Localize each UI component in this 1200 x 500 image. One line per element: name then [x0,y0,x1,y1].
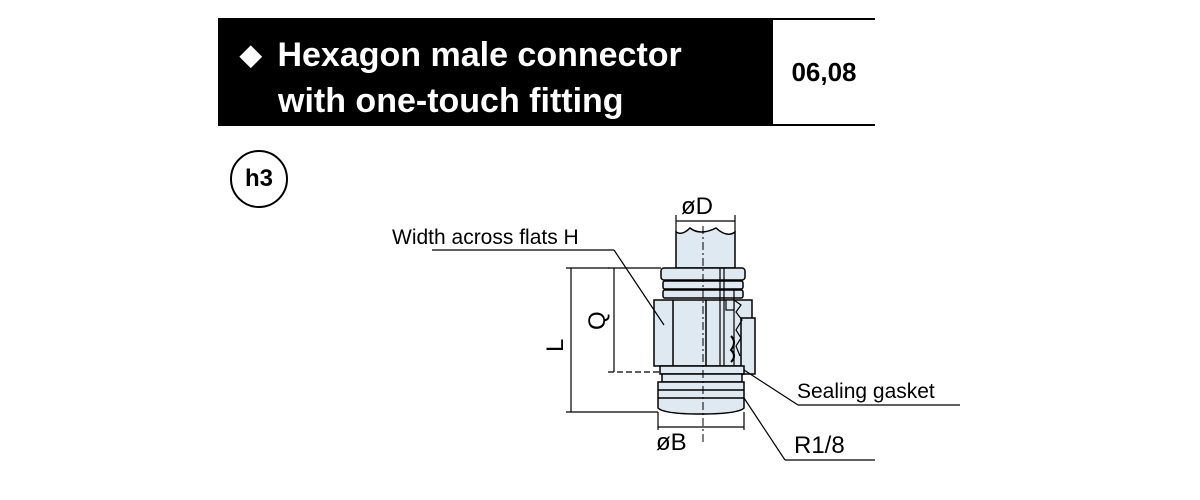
sealing-gasket-ring [659,365,745,383]
size-range: 06,08 [773,18,875,126]
width-across-flats-label: Width across flats H [392,226,579,249]
title-line-2: with one-touch fitting [278,82,624,120]
dimension-l [566,267,658,413]
thread-leader [743,397,875,461]
model-badge: h3 [230,150,288,208]
sealing-gasket-label: Sealing gasket [797,380,935,403]
dimension-b [657,412,745,430]
diameter-b-label: øB [656,429,687,456]
sealing-gasket-leader [743,369,960,406]
dim-q-label: Q [584,311,611,330]
model-badge-text: h3 [244,165,273,192]
dim-l-label: L [542,339,569,352]
width-across-flats-leader [432,249,665,326]
diameter-d-label: øD [681,193,713,220]
thread-label: R1/8 [794,432,845,459]
title-line-1: Hexagon male connector [277,36,682,74]
dimension-d [675,215,736,232]
thread-r18 [657,381,745,415]
product-title-banner: ◆ Hexagon male connector with one-touch … [218,18,773,126]
hexagon-right-section [740,317,756,375]
size-range-text: 06,08 [791,56,857,87]
diamond-bullet-icon: ◆ [240,39,262,70]
tube-body [675,226,736,269]
dimension-q [608,267,661,373]
